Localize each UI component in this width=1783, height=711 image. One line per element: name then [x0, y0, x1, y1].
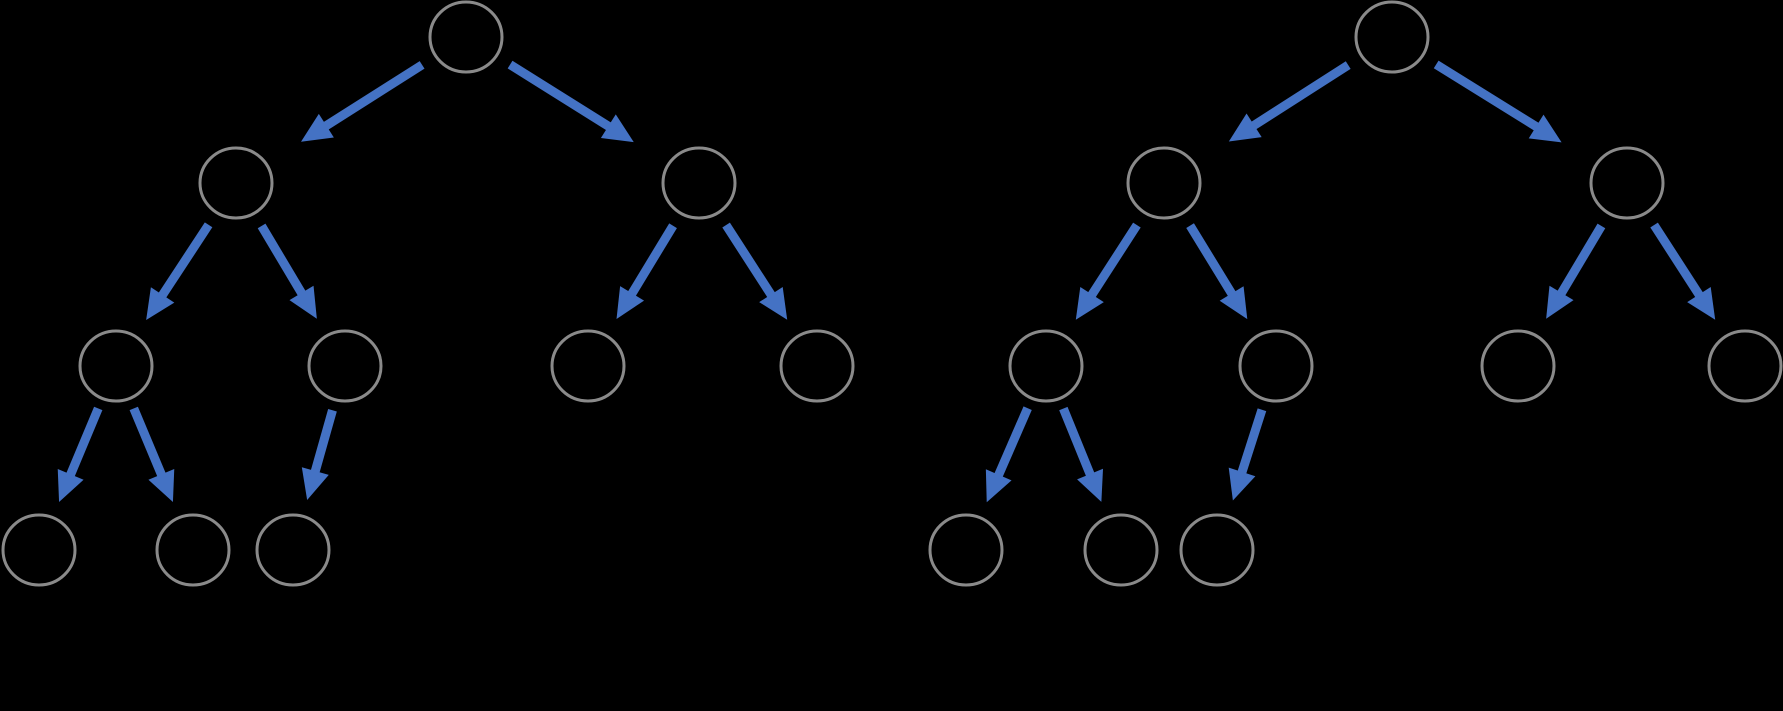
edge-arrow-shaft [507, 60, 613, 132]
edge-arrowhead-icon [759, 286, 788, 320]
edge-arrow-shaft [1433, 60, 1541, 132]
edge-arrow [1075, 222, 1141, 320]
tree-node [78, 329, 154, 403]
edge-arrow [722, 222, 788, 320]
tree-node [1008, 329, 1084, 403]
edge-arrow [301, 61, 425, 142]
edge-arrowhead-icon [1219, 286, 1248, 320]
edge-arrow-shaft [627, 223, 677, 298]
edge-arrow [57, 406, 103, 503]
edge-arrowhead-icon [1228, 113, 1262, 142]
edge-arrow-shaft [157, 222, 213, 300]
edge-arrowhead-icon [1687, 286, 1716, 320]
tree-node [1179, 513, 1255, 587]
edge-arrow-shaft [993, 406, 1032, 479]
edge-arrow-shaft [1087, 222, 1141, 299]
edge-arrowhead-icon [146, 287, 175, 321]
edge-arrow [507, 60, 634, 143]
edge-arrow-shaft [65, 406, 103, 478]
tree-node [661, 146, 737, 220]
edge-arrowhead-icon [616, 286, 645, 319]
edge-arrowhead-icon [1075, 286, 1104, 320]
tree-node [928, 513, 1004, 587]
edge-arrow [301, 409, 337, 500]
right-tree [928, 0, 1783, 587]
tree-node [1238, 329, 1314, 403]
edge-arrowhead-icon [1546, 285, 1574, 319]
edge-arrow-shaft [322, 61, 425, 131]
tree-node [1354, 0, 1430, 74]
edge-arrow-shaft [1237, 408, 1267, 476]
edge-arrow-shaft [129, 406, 167, 478]
tree-node [155, 513, 231, 587]
left-tree [1, 0, 855, 587]
tree-node [779, 329, 855, 403]
edge-arrow-shaft [1249, 61, 1351, 131]
edge-arrow [1186, 223, 1248, 320]
edge-arrow [1650, 222, 1716, 320]
edge-arrowhead-icon [985, 469, 1012, 503]
edge-arrow [1546, 223, 1606, 319]
edge-arrow-shaft [1650, 222, 1704, 299]
edge-arrow [1433, 60, 1562, 143]
tree-node [255, 513, 331, 587]
edge-arrow [257, 223, 317, 319]
edge-arrow [129, 406, 175, 503]
edge-arrow-shaft [1059, 406, 1095, 478]
tree-node [1083, 513, 1159, 587]
edge-arrowhead-icon [1528, 114, 1562, 143]
edge-arrowhead-icon [301, 467, 329, 500]
edge-arrow-shaft [1556, 223, 1606, 297]
tree-node [1589, 146, 1665, 220]
edge-arrow [1059, 406, 1104, 502]
tree-node [428, 0, 504, 74]
edge-arrowhead-icon [301, 113, 334, 142]
edge-arrowhead-icon [289, 285, 317, 319]
tree-node [198, 146, 274, 220]
edge-arrow [616, 223, 677, 319]
tree-node [307, 329, 383, 403]
edge-arrow-shaft [310, 409, 337, 475]
tree-node [550, 329, 626, 403]
edge-arrow-shaft [1186, 223, 1237, 298]
edge-arrow-shaft [722, 222, 776, 299]
edge-arrow [1228, 408, 1267, 501]
tree-node [1, 513, 77, 587]
tree-node [1707, 329, 1783, 403]
edge-arrow [985, 406, 1032, 503]
edge-arrowhead-icon [1228, 467, 1256, 501]
edge-arrowhead-icon [148, 468, 175, 503]
edge-arrow-shaft [257, 223, 307, 297]
edge-arrow [1228, 61, 1351, 142]
edge-arrowhead-icon [600, 114, 634, 143]
tree-node [1480, 329, 1556, 403]
tree-node [1126, 146, 1202, 220]
edge-arrow [146, 222, 213, 321]
edge-arrowhead-icon [57, 468, 84, 503]
edge-arrowhead-icon [1077, 468, 1104, 502]
